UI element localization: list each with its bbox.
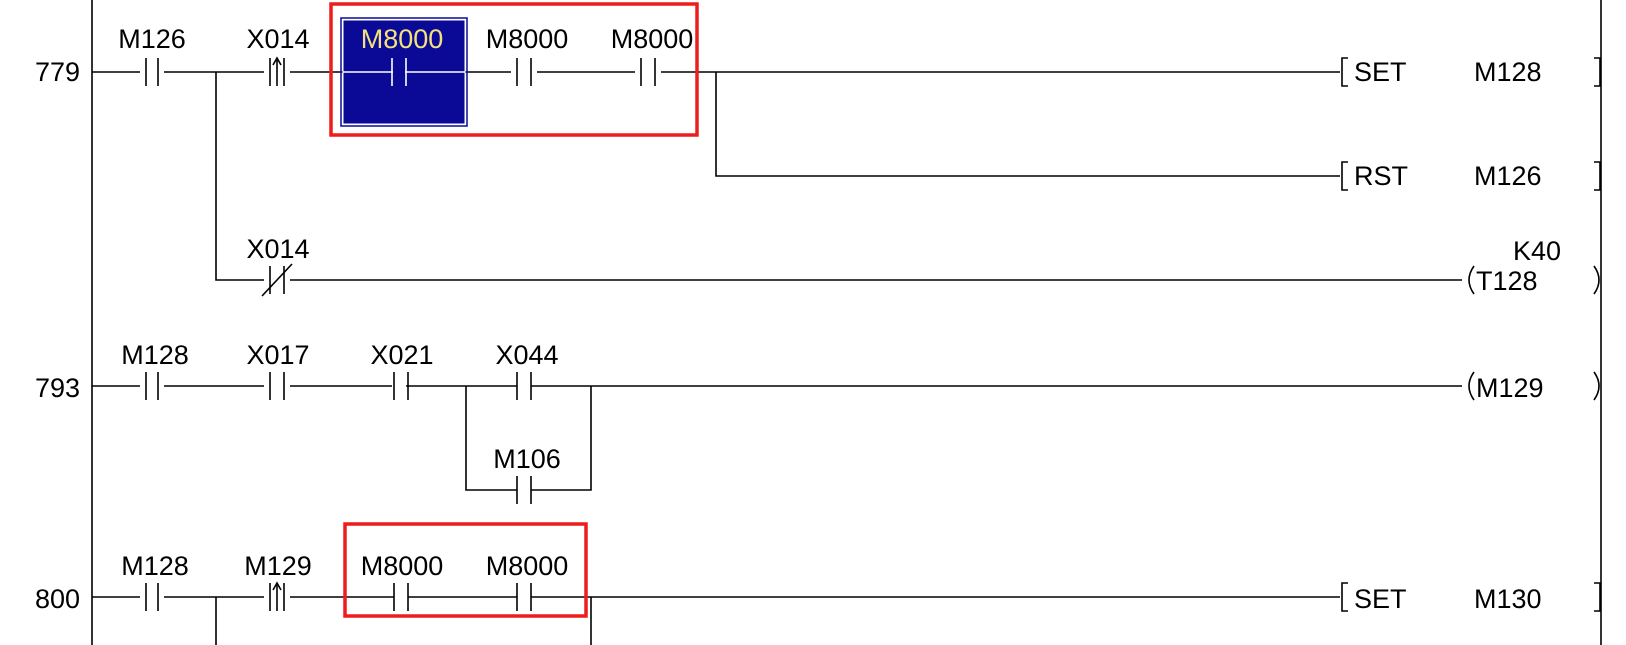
svg-text:M8000: M8000 [611, 24, 694, 54]
contact-x044[interactable]: X044 [495, 340, 559, 400]
rung-793[interactable]: 793 M128 X017 X021 X044 M106 [35, 340, 1600, 504]
svg-text:M129: M129 [244, 551, 312, 581]
svg-text:X044: X044 [495, 340, 558, 370]
svg-text:RST: RST [1354, 161, 1408, 191]
svg-text:M126: M126 [118, 24, 186, 54]
svg-text:SET: SET [1354, 584, 1407, 614]
instruction-set-m130[interactable]: SET M130 [1341, 582, 1601, 614]
svg-text:M8000: M8000 [486, 551, 569, 581]
branch-wire-rst [715, 72, 1340, 177]
branch-wire-timer [215, 72, 1462, 281]
svg-text:M128: M128 [1474, 57, 1542, 87]
contact-m128[interactable]: M128 [121, 340, 189, 400]
instruction-set-m128[interactable]: SET M128 [1341, 57, 1601, 87]
svg-text:X014: X014 [246, 24, 309, 54]
svg-text:M128: M128 [121, 551, 189, 581]
coil-m129[interactable]: M129 [1468, 371, 1600, 403]
svg-text:X017: X017 [246, 340, 309, 370]
svg-text:M106: M106 [493, 444, 561, 474]
svg-text:T128: T128 [1476, 266, 1538, 296]
contact-m8000[interactable]: M8000 [486, 551, 569, 611]
contact-m106[interactable]: M106 [493, 444, 561, 504]
svg-text:M130: M130 [1474, 584, 1542, 614]
highlight-box-m8000-group [343, 522, 588, 618]
contact-m129-rising-edge[interactable]: M129 [244, 551, 312, 611]
svg-text:X021: X021 [370, 340, 433, 370]
step-number: 779 [35, 57, 80, 87]
coil-t128[interactable]: T128 K40 [1468, 236, 1600, 296]
svg-text:M8000: M8000 [486, 24, 569, 54]
branch-wire-m106 [465, 386, 592, 491]
highlight-box-m8000-group [329, 2, 699, 137]
svg-text:X014: X014 [246, 234, 309, 264]
instruction-rst-m126[interactable]: RST M126 [1341, 161, 1601, 191]
contact-x014-normally-closed[interactable]: X014 [246, 234, 310, 297]
contact-m126[interactable]: M126 [118, 24, 186, 86]
rung-800[interactable]: 800 M128 M129 M8000 M8000 S [35, 551, 1601, 645]
contact-x021[interactable]: X021 [370, 340, 434, 400]
svg-text:SET: SET [1354, 57, 1407, 87]
contact-x014-rising-edge[interactable]: X014 [246, 24, 310, 86]
rung-779[interactable]: 779 M126 X014 M8000 [35, 17, 1601, 297]
contact-m8000[interactable]: M8000 [361, 551, 444, 611]
contact-m128[interactable]: M128 [121, 551, 189, 611]
svg-text:M8000: M8000 [361, 551, 444, 581]
svg-text:M8000: M8000 [361, 24, 444, 54]
contact-m8000-selected[interactable]: M8000 [343, 24, 465, 86]
svg-text:K40: K40 [1513, 236, 1561, 266]
contact-m8000[interactable]: M8000 [486, 24, 569, 86]
svg-text:M129: M129 [1476, 373, 1544, 403]
contact-x017[interactable]: X017 [246, 340, 310, 400]
step-number: 800 [35, 584, 80, 614]
step-number: 793 [35, 373, 80, 403]
svg-text:M128: M128 [121, 340, 189, 370]
contact-m8000[interactable]: M8000 [611, 24, 694, 86]
svg-text:M126: M126 [1474, 161, 1542, 191]
